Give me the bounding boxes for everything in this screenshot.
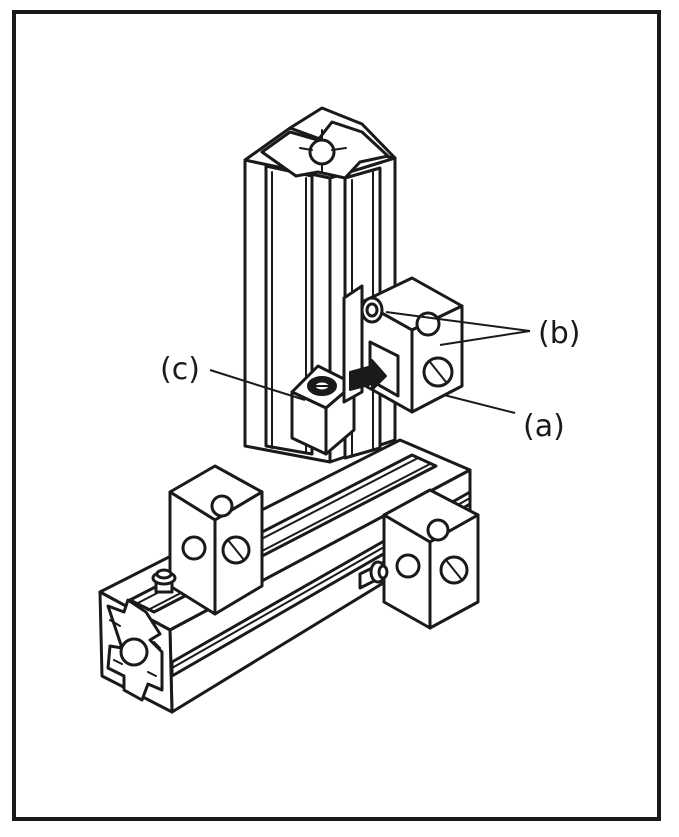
screw-right — [358, 560, 389, 590]
cube-connector-right — [382, 488, 480, 630]
screw-left — [151, 568, 177, 594]
label-c: (c) — [160, 352, 200, 387]
screw-b — [360, 296, 384, 324]
connector-a — [342, 276, 464, 414]
cube-connector-left — [168, 464, 264, 616]
label-b: (b) — [538, 316, 580, 351]
label-a: (a) — [523, 409, 565, 444]
leader-lines — [209, 311, 531, 414]
